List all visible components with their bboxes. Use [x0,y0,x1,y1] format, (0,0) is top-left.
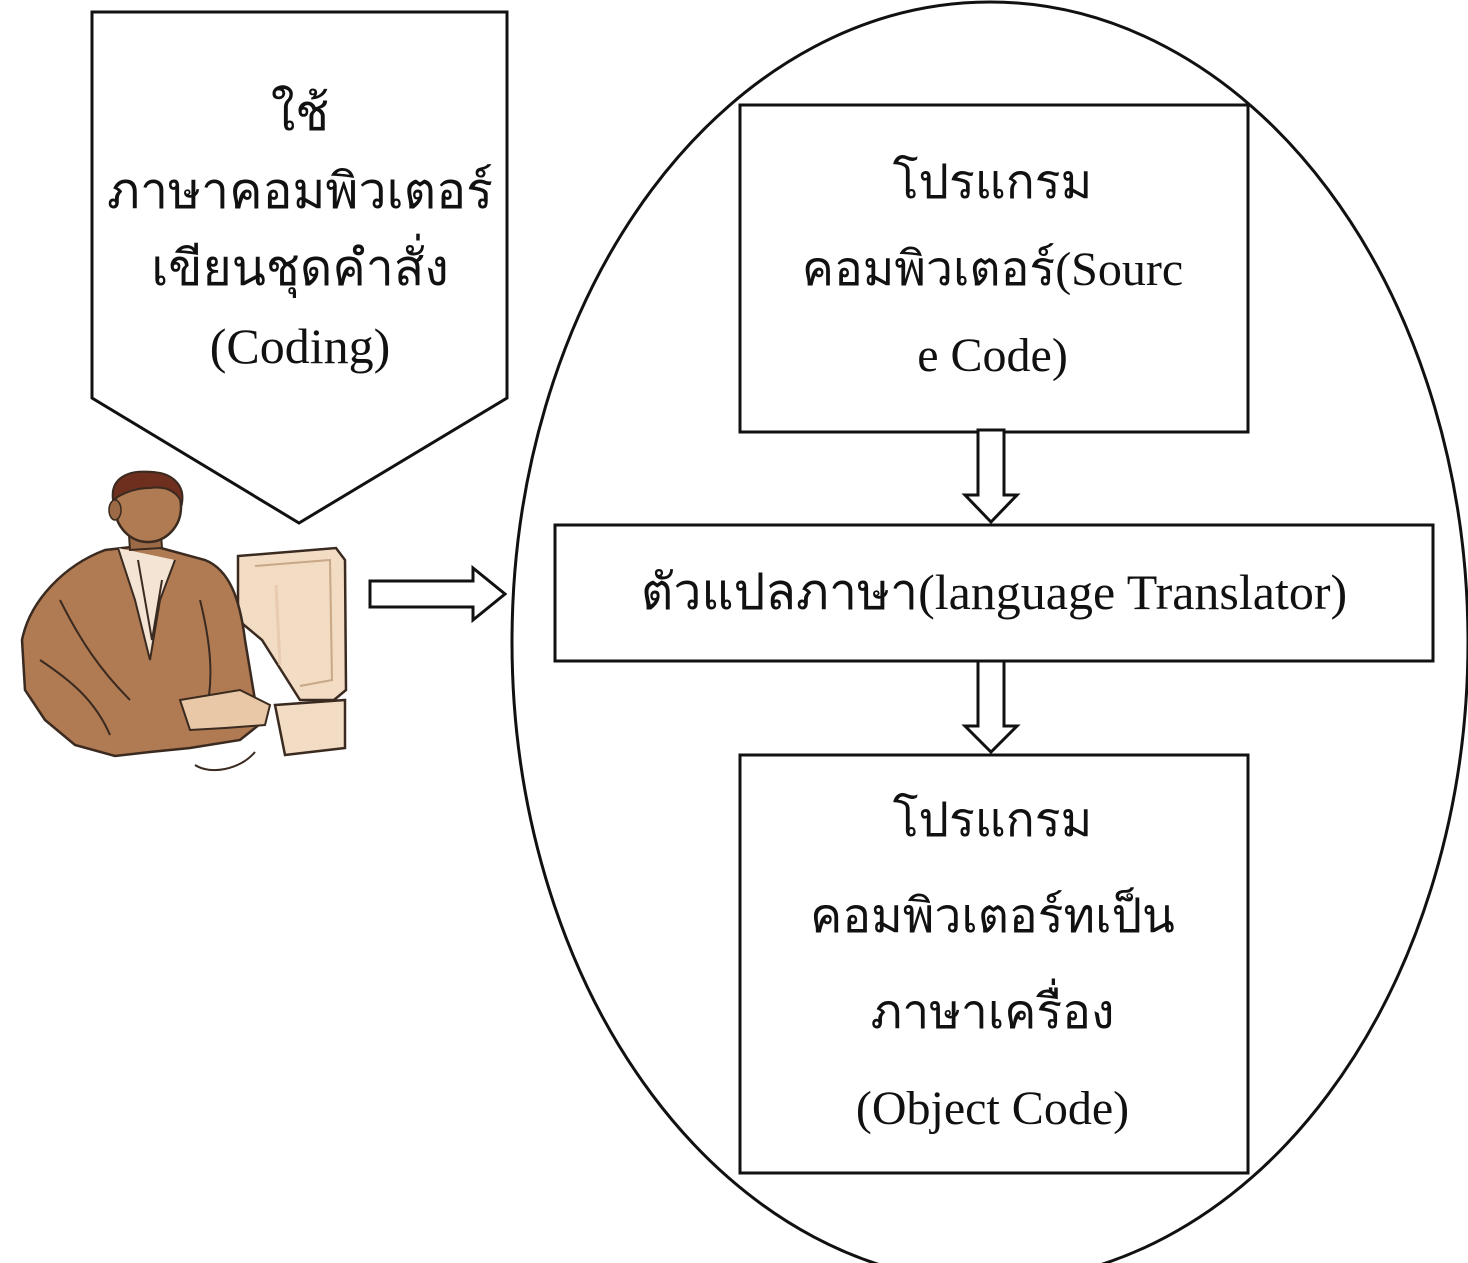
source-code-label: โปรแกรม คอมพิวเตอร์(Sourc e Code) [740,110,1245,430]
coding-line-1: ใช้ [270,85,330,141]
translator-text: ตัวแปลภาษา(language Translator) [640,564,1348,621]
object-code-label: โปรแกรม คอมพิวเตอร์ทเป็น ภาษาเครื่อง (Ob… [740,760,1245,1170]
object-line-2: คอมพิวเตอร์ทเป็น [810,890,1175,943]
source-line-1: โปรแกรม [892,156,1093,210]
coding-line-4: (Coding) [209,317,391,374]
coding-callout-label: ใช้ ภาษาคอมพิวเตอร์ เขียนชุดคำสั่ง (Codi… [95,40,505,420]
process-ellipse [510,0,1468,1263]
arrow-down-1 [961,428,1021,525]
coding-line-3: เขียนชุดคำสั่ง [151,240,449,296]
object-line-3: ภาษาเครื่อง [870,986,1115,1039]
source-code-box [738,103,1250,434]
object-line-1: โปรแกรม [892,794,1093,847]
translator-box [553,523,1435,663]
arrow-right [368,564,508,624]
source-line-3: e Code) [917,329,1068,383]
translator-label: ตัวแปลภาษา(language Translator) [556,527,1432,659]
arrow-down-2 [961,659,1021,755]
programmer-icon [20,470,348,772]
object-code-box [738,753,1250,1175]
source-line-2: คอมพิวเตอร์(Sourc [801,242,1184,296]
coding-line-2: ภาษาคอมพิวเตอร์ [107,162,493,219]
coding-callout-shape [90,10,509,525]
object-line-4: (Object Code) [855,1082,1130,1135]
